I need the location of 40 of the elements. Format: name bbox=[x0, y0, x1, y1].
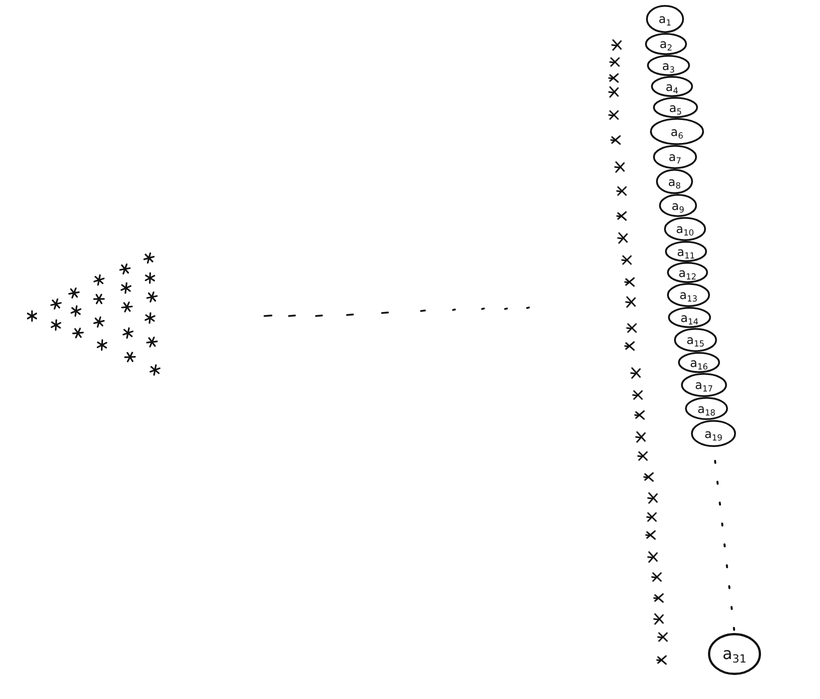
oval-node bbox=[667, 262, 708, 283]
variable-name: a$_{10}$ bbox=[676, 223, 694, 235]
variable-name: a$_{9}$ bbox=[672, 200, 684, 212]
oval-node bbox=[685, 397, 728, 420]
variable-name: a$_{11}$ bbox=[676, 246, 696, 258]
variable-name: a$_{12}$ bbox=[678, 266, 697, 278]
variable-name: a$_{13}$ bbox=[679, 289, 698, 301]
variable-name: a$_{18}$ bbox=[697, 402, 716, 414]
variable-name: a$_{1}$ bbox=[658, 13, 672, 25]
oval-node bbox=[647, 55, 690, 76]
variable-name: a$_{2}$ bbox=[660, 38, 672, 50]
variable-name: a$_{8}$ bbox=[668, 176, 681, 188]
variable-name: a$_{3}$ bbox=[662, 60, 675, 72]
oval-node bbox=[674, 328, 717, 352]
oval-node bbox=[681, 373, 727, 397]
oval-node bbox=[665, 241, 707, 262]
variable-name: a$_{4}$ bbox=[666, 80, 678, 92]
variable-name: a$_{17}$ bbox=[694, 379, 714, 391]
oval-node bbox=[650, 118, 704, 145]
oval-node bbox=[659, 194, 697, 217]
oval-node bbox=[708, 633, 761, 675]
oval-node bbox=[667, 283, 710, 307]
oval-node bbox=[668, 307, 711, 328]
oval-node bbox=[646, 5, 684, 33]
oval-node bbox=[664, 217, 706, 241]
oval-node bbox=[678, 352, 720, 373]
variable-name: a$_{15}$ bbox=[686, 334, 705, 346]
oval-node bbox=[645, 33, 687, 55]
variable-name: a$_{6}$ bbox=[670, 126, 684, 138]
variable-name: a$_{14}$ bbox=[680, 312, 699, 324]
oval-node bbox=[651, 76, 693, 97]
variable-name: a$_{7}$ bbox=[668, 151, 682, 163]
variable-name: a$_{5}$ bbox=[669, 102, 682, 114]
oval-node bbox=[656, 169, 693, 194]
oval-node bbox=[653, 145, 697, 169]
variable-name: a$_{31}$ bbox=[722, 646, 747, 662]
oval-node bbox=[653, 97, 698, 118]
variable-name: a$_{16}$ bbox=[690, 356, 708, 368]
oval-node bbox=[691, 420, 736, 447]
variable-name: a$_{19}$ bbox=[704, 428, 723, 440]
